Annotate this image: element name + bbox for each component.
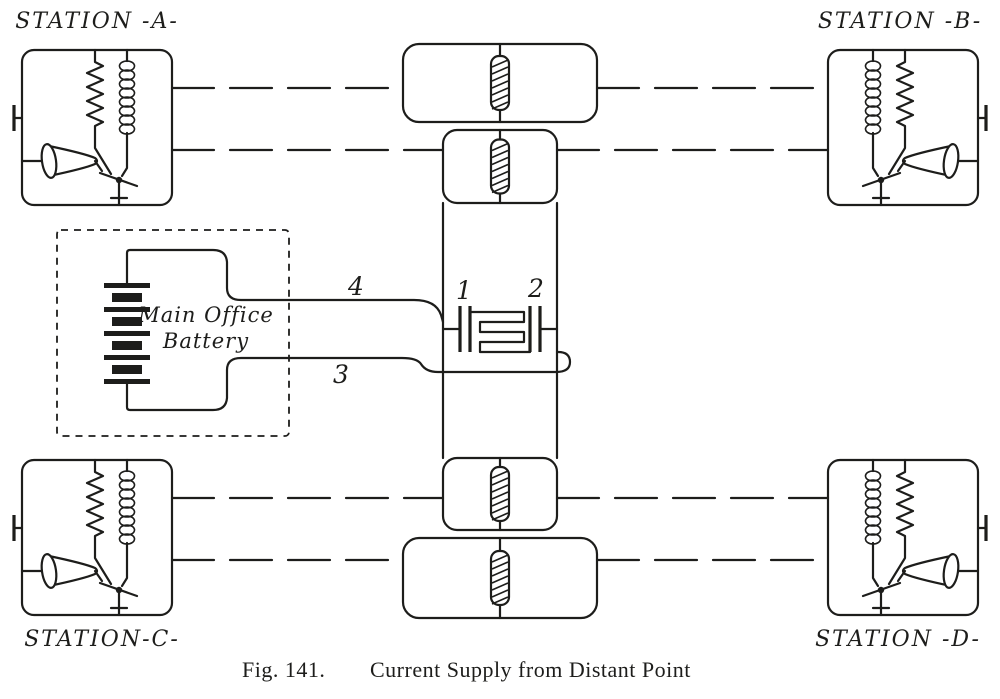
retard-coil [468, 310, 532, 354]
wire-4-label: 4 [347, 272, 364, 301]
condenser-2 [528, 306, 559, 352]
battery-wire-3 [125, 350, 572, 412]
battery-label-line2: Battery [162, 329, 249, 353]
station-c-circuit [12, 458, 174, 617]
condenser-1-label: 1 [456, 276, 472, 305]
caption-fig-number: Fig. 141. [242, 657, 325, 682]
battery-icon [104, 283, 150, 384]
caption-title: Current Supply from Distant Point [370, 657, 691, 682]
station-b-label: STATION -B- [818, 9, 982, 34]
repeating-coil-2 [489, 138, 511, 195]
station-d-circuit [826, 458, 988, 617]
station-c-label: STATION-C- [24, 627, 180, 652]
battery-enclosure [56, 229, 290, 437]
repeating-coil-3 [489, 465, 511, 523]
station-a-circuit [12, 48, 174, 207]
battery-wire-4 [125, 248, 445, 324]
repeating-coil-4 [489, 549, 511, 607]
station-a-label: STATION -A- [15, 9, 179, 34]
repeating-coil-1 [489, 54, 511, 112]
condenser-1 [441, 306, 472, 352]
condenser-2-label: 2 [527, 274, 544, 303]
wire-3-label: 3 [333, 360, 349, 389]
station-b-circuit [826, 48, 988, 207]
station-d-label: STATION -D- [815, 627, 981, 652]
battery-label-line1: Main Office [137, 303, 274, 327]
